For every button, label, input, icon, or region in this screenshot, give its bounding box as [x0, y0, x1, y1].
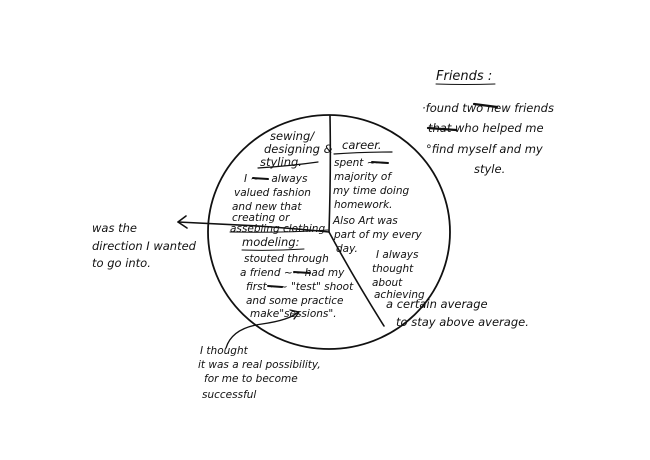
sewing-body-line: and new that	[232, 201, 302, 213]
modeling-body-line: a friend ~~ had my	[240, 267, 345, 279]
friends-heading-underline	[435, 83, 496, 85]
friends-heading: Friends :	[436, 69, 492, 84]
modeling-heading: modeling:	[242, 235, 299, 249]
bottom-note-line: for me to become	[204, 373, 298, 385]
sewing-body-line: valued fashion	[234, 187, 311, 199]
bottom-connector-arrowhead	[289, 309, 300, 320]
strike-modeling-1	[293, 271, 311, 274]
career-body-line: homework.	[334, 199, 393, 211]
divider-left	[177, 221, 330, 233]
sewing-heading-line: styling.	[260, 155, 302, 169]
modeling-body-line: stouted through	[244, 253, 329, 265]
sewing-body-line: creating or	[232, 212, 290, 224]
friends-line: ·found two new friends	[422, 101, 554, 115]
career-underline	[333, 151, 393, 155]
left-arrowhead	[177, 215, 188, 229]
modeling-underline	[241, 248, 305, 251]
bottom-note-line: it was a real possibility,	[198, 359, 321, 371]
achieving-body-line: I always	[376, 249, 419, 261]
left-note-line: to go into.	[92, 256, 151, 270]
strike-career	[371, 161, 389, 164]
clothing-underline	[229, 229, 329, 233]
modeling-body-line: first ~~ "test" shoot	[246, 281, 354, 293]
achieving-body-line: achieving	[374, 289, 425, 301]
strike-sewing	[252, 177, 269, 180]
bottom-note-line: successful	[202, 389, 256, 401]
divider-lower-right	[328, 231, 385, 327]
sewing-heading-line: designing &	[264, 142, 333, 156]
modeling-body-line: and some practice	[246, 295, 343, 307]
career-body-line: day.	[336, 243, 358, 255]
left-note-line: direction I wanted	[92, 239, 197, 253]
divider-top	[328, 115, 332, 233]
career-body-line: my time doing	[333, 185, 410, 197]
modeling-body-line: make"sessions".	[250, 308, 337, 320]
main-circle	[207, 114, 451, 350]
friends-line: style.	[474, 162, 505, 176]
sewing-underline	[257, 161, 319, 169]
left-note-line: was the	[92, 221, 137, 235]
strike-that	[426, 126, 458, 132]
achieving-body-line: thought	[372, 263, 414, 275]
career-body-line: spent ~~	[334, 157, 384, 169]
strike-modeling-2	[267, 285, 283, 288]
bottom-note-line: I thought	[200, 345, 249, 357]
bottom-note-connector	[225, 311, 299, 349]
friends-line: °find myself and my	[426, 142, 543, 156]
sewing-body-line: assebling clothing	[230, 223, 325, 235]
sewing-heading-line: sewing/	[270, 129, 315, 143]
achieving-body-line: about	[372, 277, 403, 289]
career-heading: career.	[342, 138, 382, 152]
career-body-line: Also Art was	[332, 215, 398, 227]
career-body-line: part of my every	[333, 229, 423, 241]
outside-right-line: a certain average	[386, 297, 488, 311]
outside-right-line: to stay above average.	[396, 315, 529, 329]
friends-line: that who helped me	[428, 121, 544, 135]
strike-two	[472, 102, 499, 109]
career-body-line: majority of	[334, 171, 393, 183]
sewing-body-line: I ~~ always	[244, 173, 308, 185]
